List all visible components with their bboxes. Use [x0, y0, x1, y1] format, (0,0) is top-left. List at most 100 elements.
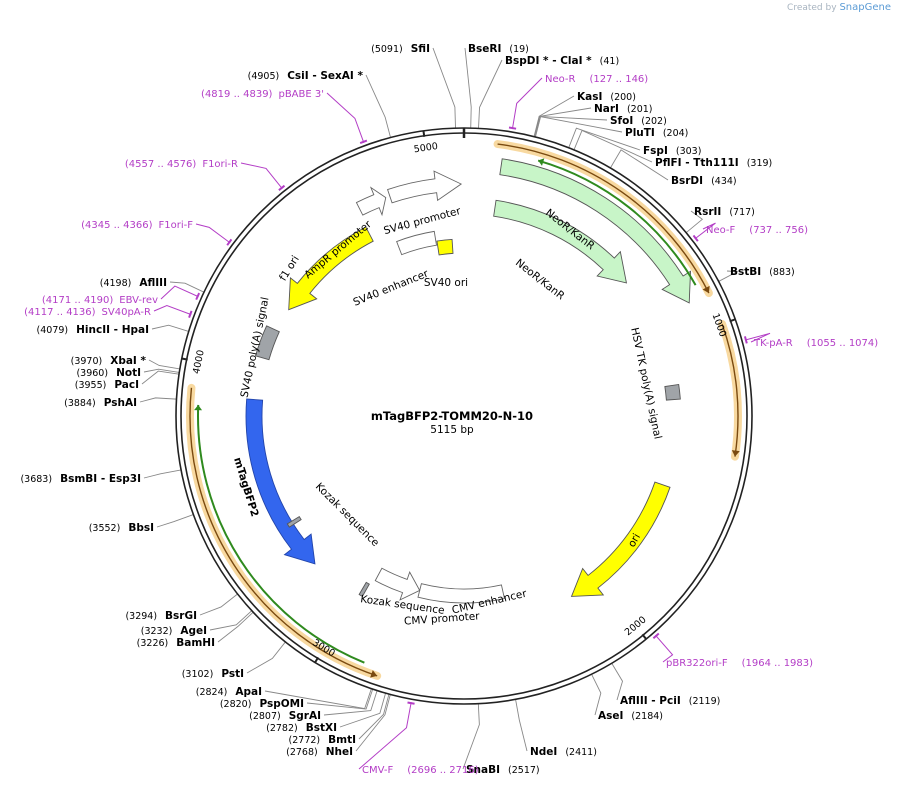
neor-strand-line — [537, 159, 697, 286]
primer-leader-ebv-rev — [160, 285, 199, 300]
site-name-agei: AgeI — [180, 625, 207, 637]
feature-orf-1-arrowhead — [731, 450, 740, 457]
site-position-bstbi: (883) — [769, 267, 795, 278]
feature-label-sv40-promoter-2: SV40 promoter — [382, 205, 462, 237]
site-name-sgrai: SgrAI — [289, 710, 321, 722]
site-name-bsrgi: BsrGI — [165, 610, 197, 622]
primer-leader-tk-pa-r — [744, 332, 771, 343]
feature-label-sv40-enhancer-4: SV40 enhancer — [352, 267, 431, 308]
feature-label-kozak-sequence-11: Kozak sequence — [313, 481, 381, 549]
site-position-nari: (201) — [627, 104, 653, 115]
leader-lines — [139, 47, 771, 770]
feature-label-ori-9: ori — [626, 532, 643, 550]
primer-range-f1ori-r: (4557 .. 4576) — [125, 159, 197, 170]
site-position-hincii-hpai: (4079) — [37, 325, 69, 336]
site-leader-sgrai — [323, 690, 378, 716]
site-name-bseri: BseRI — [468, 43, 501, 55]
primer-range-cmv-f: (2696 .. 2716) — [407, 765, 479, 776]
primer-range-neo-f: (737 .. 756) — [749, 225, 808, 236]
feature-orf-1-line — [721, 323, 739, 457]
feature-label-neor-kanr-1: NeoR/KanR — [513, 257, 567, 303]
site-position-bbsi: (3552) — [89, 523, 121, 534]
site-leader-afliii-pcii — [611, 662, 623, 701]
site-position-pflfi-tth111i: (319) — [747, 158, 773, 169]
plasmid-name: mTagBFP2-TOMM20-N-10 — [371, 409, 533, 423]
site-position-agei: (3232) — [141, 626, 173, 637]
site-name-asei: AseI — [598, 710, 623, 722]
site-name-sfoi: SfoI — [610, 115, 633, 127]
site-name-snabi: SnaBI — [466, 764, 500, 776]
tick-label-5000: 5000 — [413, 141, 438, 155]
site-name-pflfi-tth111i: PflFI - Tth111I — [655, 157, 739, 169]
tick-label-1000: 1000 — [710, 312, 728, 338]
site-leader-bbsi — [156, 514, 194, 528]
site-name-bamhi: BamHI — [176, 637, 215, 649]
site-leader-snabi — [462, 703, 480, 770]
site-leader-pflfi-tth111i — [573, 129, 653, 163]
feature-orf-2-line — [189, 387, 378, 677]
snapgene-logo: SnapGene — [839, 2, 891, 13]
site-position-sgrai: (2807) — [249, 711, 281, 722]
primer-name-neo-f: Neo-F — [706, 225, 736, 236]
site-leader-fspi — [568, 127, 641, 151]
primer-name-sv40pa-r: SV40pA-R — [102, 307, 151, 318]
site-position-bseri: (19) — [509, 44, 529, 55]
bfp-strand-line — [197, 404, 365, 664]
site-leader-afliii — [169, 281, 205, 293]
site-leader-sfoi — [534, 115, 608, 137]
primer-leader-pbabe-3 — [326, 92, 365, 143]
feature-neor-kanr — [499, 158, 692, 304]
site-leader-pshai — [139, 397, 177, 403]
feature-sv40-ori — [436, 238, 454, 256]
tick-2000 — [641, 633, 647, 640]
feature-label-cmv-promoter-14: CMV promoter — [404, 610, 481, 627]
site-name-bsrdi: BsrDI — [671, 175, 703, 187]
site-name-sfii: SfiI — [411, 43, 430, 55]
site-name-nari: NarI — [594, 103, 619, 115]
feature-ampr-promoter — [355, 186, 387, 217]
feature-orf-2-arrowhead — [370, 670, 378, 678]
site-position-xbai: (3970) — [71, 356, 103, 367]
primer-mark-ebv-rev — [195, 292, 201, 301]
site-position-psti: (3102) — [182, 669, 214, 680]
primer-name-pbr322ori-f: pBR322ori-F — [666, 658, 728, 669]
primer-mark-cmv-f — [407, 701, 415, 705]
primer-name-f1ori-f: F1ori-F — [159, 220, 194, 231]
site-name-pspomi: PspOMI — [259, 698, 304, 710]
site-position-bsrdi: (434) — [711, 176, 737, 187]
site-name-noti: NotI — [116, 367, 141, 379]
site-leader-bstxi — [339, 692, 387, 728]
feature-orf-1-band — [718, 320, 742, 461]
site-name-bspdi-clai: BspDI * - ClaI * — [505, 55, 592, 67]
neor-strand-line-head — [538, 158, 545, 166]
primer-name-cmv-f: CMV-F — [362, 765, 393, 776]
primer-name-neo-r: Neo-R — [545, 74, 576, 85]
tick-label-4000: 4000 — [191, 349, 207, 375]
primer-range-pbabe-3: (4819 .. 4839) — [201, 89, 273, 100]
feature-ori — [570, 481, 671, 597]
site-leader-bmti — [358, 693, 390, 740]
site-name-paci: PacI — [114, 379, 139, 391]
site-leader-noti — [143, 368, 180, 373]
feature-cmv-enhancer — [417, 583, 505, 604]
site-name-bbsi: BbsI — [128, 522, 154, 534]
site-position-fspi: (303) — [676, 146, 702, 157]
primer-range-f1ori-f: (4345 .. 4366) — [81, 220, 153, 231]
primer-leader-f1ori-f — [195, 223, 231, 244]
feature-label-sv40-ori-5: SV40 ori — [424, 277, 468, 289]
site-position-csii-sexai: (4905) — [248, 71, 280, 82]
primer-range-ebv-rev: (4171 .. 4190) — [42, 295, 114, 306]
site-position-bamhi: (3226) — [137, 638, 169, 649]
feature-neor-kanr-line — [497, 143, 710, 294]
feature-sv40-promoter — [386, 170, 463, 204]
primer-mark-f1ori-r — [278, 184, 286, 191]
feature-neor-kanr-arrowhead — [702, 285, 710, 294]
site-leader-apai — [264, 688, 372, 710]
snapgene-credit: Created by SnapGene — [787, 2, 891, 13]
feature-cmv-promoter — [374, 567, 421, 601]
site-leader-rsrii — [685, 210, 704, 234]
site-position-sfii: (5091) — [371, 44, 403, 55]
site-position-bsmbi-esp3i: (3683) — [20, 474, 52, 485]
site-position-apai: (2824) — [196, 687, 228, 698]
site-position-kasi: (200) — [610, 92, 636, 103]
